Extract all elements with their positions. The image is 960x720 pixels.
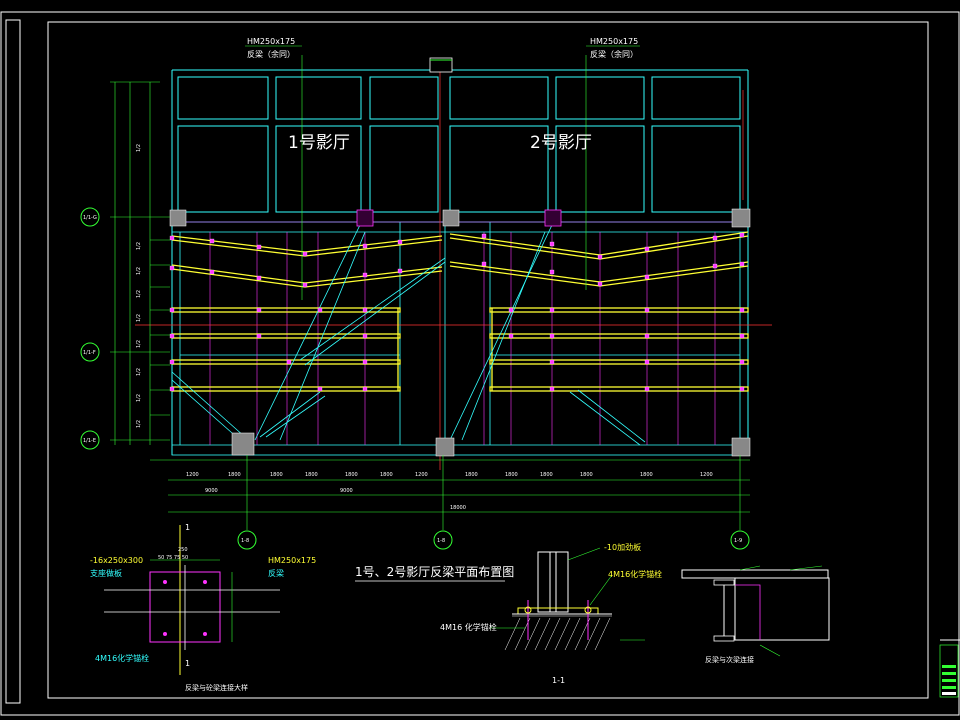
svg-text:1200: 1200 [415,472,428,478]
svg-text:1200: 1200 [700,472,713,478]
svg-text:9000: 9000 [205,488,218,494]
plate-name: 支座做板 [90,568,122,578]
detail-plate-connection: 1 1 250 50 75 75 50 -16x250x300 支座做板 HM2… [90,523,316,692]
stiffener-label: -10加劲板 [604,542,641,552]
svg-text:1/2: 1/2 [136,394,142,402]
detail-section-1-1: -10加劲板 4M16化学锚栓 4M16 化学锚栓 1-1 [440,542,662,685]
title-block [939,644,959,698]
beam-note-right: 反梁（余同） [590,49,638,59]
detail-beam-name: 反梁 [268,568,284,578]
svg-text:9000: 9000 [340,488,353,494]
svg-text:1800: 1800 [640,472,653,478]
svg-text:1/2: 1/2 [136,420,142,428]
svg-text:1/2: 1/2 [136,242,142,250]
sheet-frame [0,11,960,716]
svg-text:1800: 1800 [345,472,358,478]
section-label: 1-1 [552,676,565,685]
svg-text:1/2: 1/2 [136,290,142,298]
axis-label-3: 1/1-E [83,438,96,444]
svg-text:1800: 1800 [505,472,518,478]
svg-text:1800: 1800 [380,472,393,478]
svg-text:1/2: 1/2 [136,314,142,322]
plan-title: 1号、2号影厅反梁平面布置图 [355,564,514,579]
detail-beam-label: HM250x175 [268,556,316,565]
plate-label: -16x250x300 [90,556,143,565]
bottom-dimension-text: 1200 1800 1800 1800 1800 1800 1200 1800 … [186,472,713,511]
svg-text:1/2: 1/2 [136,340,142,348]
svg-text:1200: 1200 [186,472,199,478]
svg-text:1800: 1800 [228,472,241,478]
svg-text:1/2: 1/2 [136,144,142,152]
svg-text:1800: 1800 [465,472,478,478]
plate-anchor: 4M16化学锚栓 [95,653,149,663]
svg-text:1: 1 [185,659,190,668]
anchor-top-label: 4M16化学锚栓 [608,569,662,579]
svg-text:1: 1 [185,523,190,532]
axis-bubble-labels: 1/1-G 1/1-F 1/1-E 1-8 1-8 1-9 [83,215,742,544]
plate-dim-top: 250 [178,547,188,553]
axis-label-6: 1-9 [734,538,742,544]
columns [169,208,751,457]
axis-label-2: 1/1-F [83,350,96,356]
axis-bubbles [80,207,750,550]
dimension-lines [110,45,750,530]
center-lines [135,60,772,470]
axis-label-1: 1/1-G [83,215,97,221]
connection-nodes [169,232,745,392]
beam-labels: HM250x175 反梁（余同） HM250x175 反梁（余同） [247,37,638,73]
hall-1-label: 1号影厅 [288,133,350,153]
svg-text:1800: 1800 [580,472,593,478]
plate-caption: 反梁与砼梁连接大样 [185,683,248,692]
svg-text:1/2: 1/2 [136,368,142,376]
row-dimension-text: 1/2 1/2 1/2 1/2 1/2 1/2 1/2 1/2 1/2 [136,144,142,428]
anchor-bottom-label: 4M16 化学锚栓 [440,622,497,632]
axis-label-4: 1-8 [241,538,249,544]
svg-text:1/2: 1/2 [136,267,142,275]
diagonal-braces [171,224,646,446]
plate-dim-sub: 50 75 75 50 [158,555,188,561]
hall-2-label: 2号影厅 [530,133,592,153]
svg-text:1800: 1800 [270,472,283,478]
upper-room-grid [171,69,749,455]
svg-text:1800: 1800 [540,472,553,478]
beam-note-left: 反梁（余同） [247,49,295,59]
beam-label-left: HM250x175 [247,37,295,46]
junction-caption: 反梁与次梁连接 [705,655,754,664]
axis-label-5: 1-8 [437,538,445,544]
svg-text:1800: 1800 [305,472,318,478]
svg-text:18000: 18000 [450,505,466,511]
beam-label-right: HM250x175 [590,37,638,46]
detail-beam-junction: 反梁与次梁连接 [681,565,830,664]
